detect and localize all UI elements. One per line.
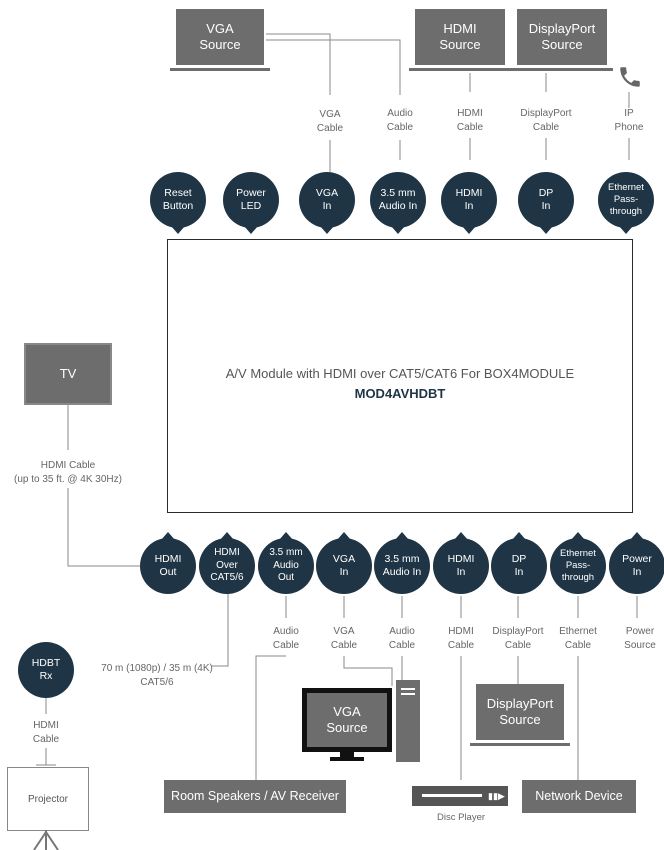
port-power-in: Power In [609,532,664,594]
port-reset-button: Reset Button [150,172,206,234]
module-title: A/V Module with HDMI over CAT5/CAT6 For … [225,366,575,381]
port-hdmi-over-cat: HDMI Over CAT5/6 [199,532,255,594]
module-box: A/V Module with HDMI over CAT5/CAT6 For … [167,239,633,513]
hdbt-rx: HDBT Rx [18,642,74,698]
port-hdmi-in-top: HDMI In [441,172,497,234]
tv-box: TV [24,343,112,405]
port-hdmi-in-bottom: HDMI In [433,532,489,594]
audio-cable-label: Audio Cable [386,108,414,133]
tv-hdmi-cable-label: HDMI Cable (up to 35 ft. @ 4K 30Hz) [14,460,122,485]
hdmi-cable-label: HDMI Cable [456,108,484,133]
projector-cable-label: HDMI Cable [32,720,60,745]
port-audio-out: 3.5 mm Audio Out [258,532,314,594]
vga-cable-bottom-label: VGA Cable [330,626,358,651]
tripod-icon [33,830,59,850]
ip-phone-label: IP Phone [614,108,644,133]
port-dp-in-top: DP In [518,172,574,234]
vga-source-desktop: VGA Source [307,693,387,747]
laptop-base [470,743,570,746]
hdmi-source-laptop: HDMI Source [415,9,505,65]
monitor-stand [340,752,354,758]
port-power-led: Power LED [223,172,279,234]
laptop-base [409,68,511,71]
audio-out-cable-label: Audio Cable [272,626,300,651]
displayport-source-laptop: DisplayPort Source [517,9,607,65]
audio-in-cable-label: Audio Cable [388,626,416,651]
power-source-label: Power Source [624,626,656,651]
computer-tower [396,680,420,762]
hdmi-cable-bottom-label: HDMI Cable [447,626,475,651]
port-vga-in-bottom: VGA In [316,532,372,594]
laptop-base [511,68,613,71]
displayport-source-bottom: DisplayPort Source [476,684,564,740]
vga-source-laptop: VGA Source [176,9,264,65]
displayport-cable-bottom-label: DisplayPort Cable [492,626,544,651]
port-ethernet-top: Ethernet Pass- through [598,172,654,234]
port-audio-in-top: 3.5 mm Audio In [370,172,426,234]
port-dp-in-bottom: DP In [491,532,547,594]
hdbt-cable-label: 70 m (1080p) / 35 m (4K) CAT5/6 [101,663,213,688]
network-device-box: Network Device [522,780,636,813]
vga-cable-label: VGA Cable [316,109,344,134]
laptop-base [170,68,270,71]
port-audio-in-bottom: 3.5 mm Audio In [374,532,430,594]
ethernet-cable-label: Ethernet Cable [559,626,597,651]
disc-player-label: Disc Player [436,812,486,823]
disc-player-icon: ▮▮▶ [412,786,508,806]
port-hdmi-out: HDMI Out [140,532,196,594]
phone-icon [620,67,640,87]
module-model: MOD4AVHDBT [354,386,446,401]
speakers-box: Room Speakers / AV Receiver [164,780,346,813]
displayport-cable-label: DisplayPort Cable [520,108,572,133]
port-vga-in-top: VGA In [299,172,355,234]
port-ethernet-bottom: Ethernet Pass- through [550,532,606,594]
monitor-base [330,757,364,761]
projector-screen: Projector [7,767,89,831]
